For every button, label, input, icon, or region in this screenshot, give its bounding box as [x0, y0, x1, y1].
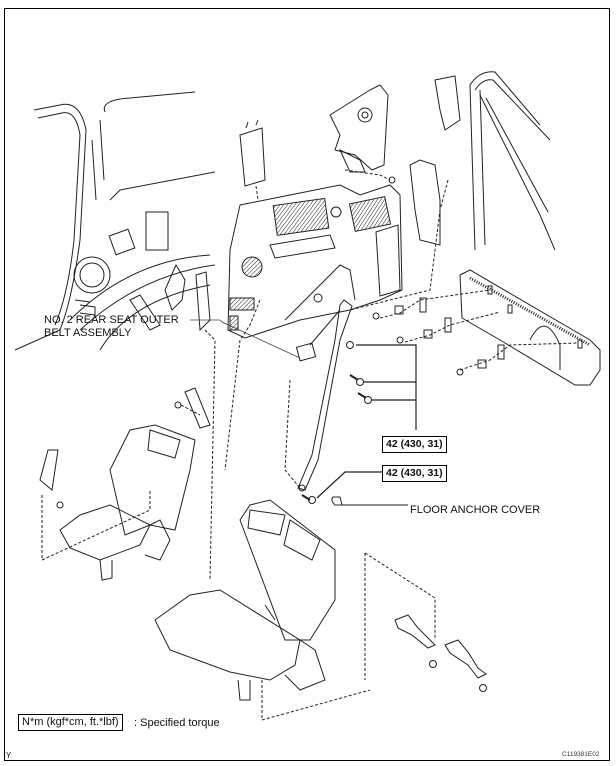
torque-callout-upper: 42 (430, 31): [382, 436, 447, 453]
scuff-plate-clips: [372, 289, 579, 376]
upper-quarter-trim: [329, 84, 396, 184]
right-seat: [154, 499, 371, 721]
belt-assembly-leader-line: [190, 319, 301, 359]
pillar-garnish: [239, 119, 266, 201]
corner-mark: Y: [6, 751, 12, 760]
torque-legend-description: : Specified torque: [134, 717, 220, 729]
figure-id: C119381E02: [562, 751, 600, 758]
belt-assembly-label-line1: NO. 2 REAR SEAT OUTER: [44, 314, 179, 326]
vehicle-body-side: [14, 91, 216, 351]
diagram-frame-bottom: [4, 760, 610, 761]
back-door-scuff-plate: [459, 269, 601, 386]
torque-callout-lower: 42 (430, 31): [382, 465, 447, 482]
belt-assembly-label: NO. 2 REAR SEAT OUTER BELT ASSEMBLY: [44, 314, 179, 340]
quarter-trim-panel: [227, 184, 403, 339]
rear-seat-outer-belt: [204, 299, 417, 581]
left-seat: [39, 387, 211, 581]
torque-unit-legend-box: N*m (kgf*cm, ft.*lbf): [18, 714, 123, 731]
center-belt-buckles: [364, 552, 487, 692]
diagram-frame: [4, 8, 610, 760]
floor-anchor-cover-label: FLOOR ANCHOR COVER: [410, 504, 541, 516]
back-door-opening: [349, 71, 556, 311]
belt-assembly-label-line2: BELT ASSEMBLY: [44, 327, 132, 339]
